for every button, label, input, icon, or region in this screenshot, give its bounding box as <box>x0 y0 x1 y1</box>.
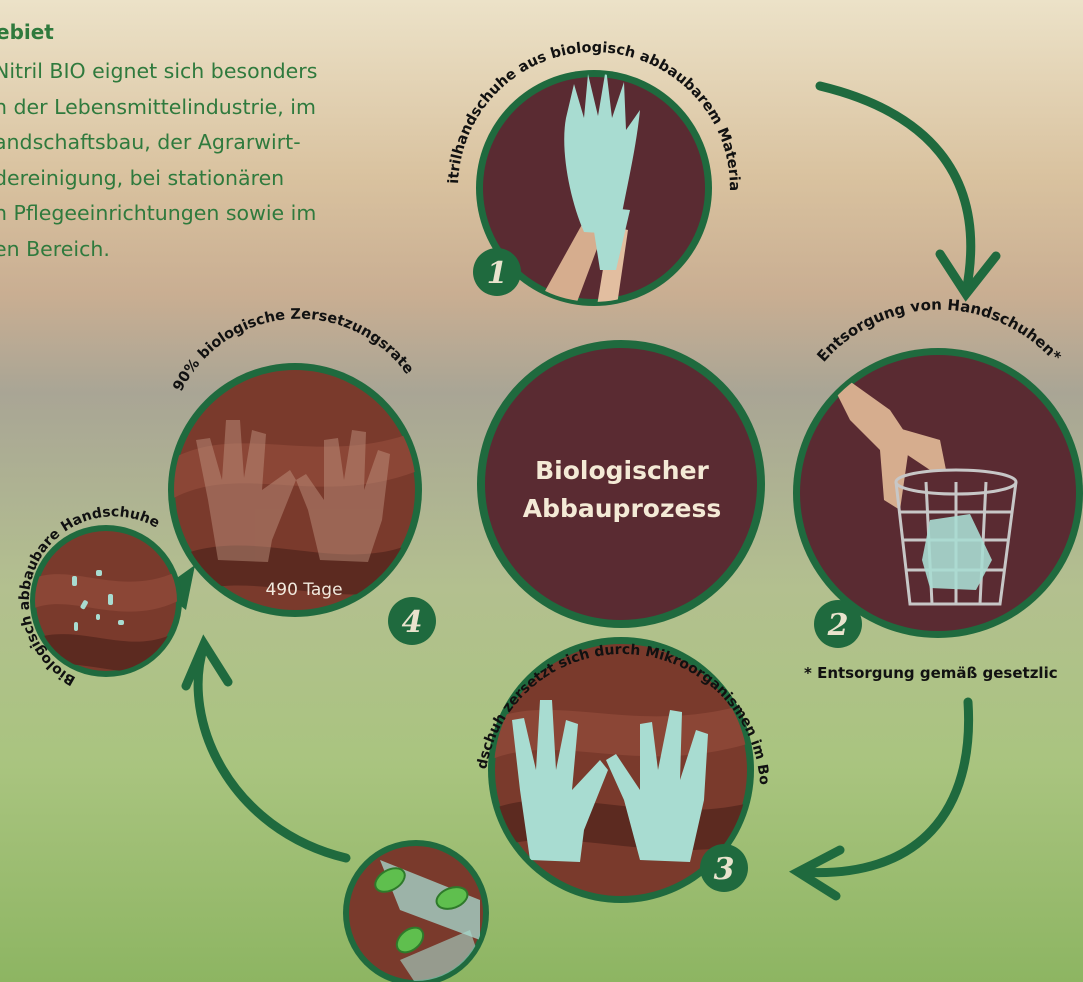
center-title: Biologischer Abbauprozess <box>510 452 734 528</box>
glove-icon <box>540 74 640 302</box>
glove-icon <box>922 514 992 590</box>
intro-text: Nitril BIO eignet sich besonders n der L… <box>0 54 404 267</box>
intro-line: en Bereich. <box>0 236 110 261</box>
step-number: 3 <box>714 852 735 887</box>
intro-line: n Pflegeeinrichtungen sowie im <box>0 201 317 225</box>
footnote: * Entsorgung gemäß gesetzlic <box>804 664 1058 682</box>
step-number: 4 <box>402 605 423 640</box>
microorganisms-circle <box>343 840 489 982</box>
arrow-icon <box>788 697 974 901</box>
intro-title: ebiet <box>0 20 54 44</box>
glove-icon <box>512 700 708 862</box>
center-title-line: Biologischer <box>535 456 709 485</box>
step-4-circle: 4 90% biologische Zersetzungsrate <box>168 307 436 645</box>
intro-line: Nitril BIO eignet sich besonders <box>0 59 318 83</box>
arrow-icon <box>181 634 351 863</box>
bacteria-icon <box>374 867 469 954</box>
glove-fragments-icon <box>72 570 124 631</box>
biodegradable-gloves-circle: Biologisch abbaubare Handschuhe <box>17 504 195 688</box>
arrow-icon <box>815 81 1001 302</box>
intro-line: dereinigung, bei stationären <box>0 165 285 190</box>
glove-icon <box>196 420 390 562</box>
duration-label: 490 Tage <box>265 580 343 600</box>
intro-line: andschaftsbau, der Agrarwirt- <box>0 130 301 154</box>
step-number: 1 <box>487 256 508 291</box>
center-title-line: Abbauprozess <box>522 494 722 523</box>
step-number: 2 <box>827 608 849 643</box>
center-circle <box>477 340 765 628</box>
step-2-circle: 2 Entsorgung von Handschuhen* <box>793 296 1083 648</box>
step-1-circle: 1 Nitrilhandschuhe aus biologisch abbaub… <box>0 0 742 306</box>
intro-line: n der Lebensmittelindustrie, im <box>0 94 316 119</box>
hand-icon <box>820 360 946 510</box>
